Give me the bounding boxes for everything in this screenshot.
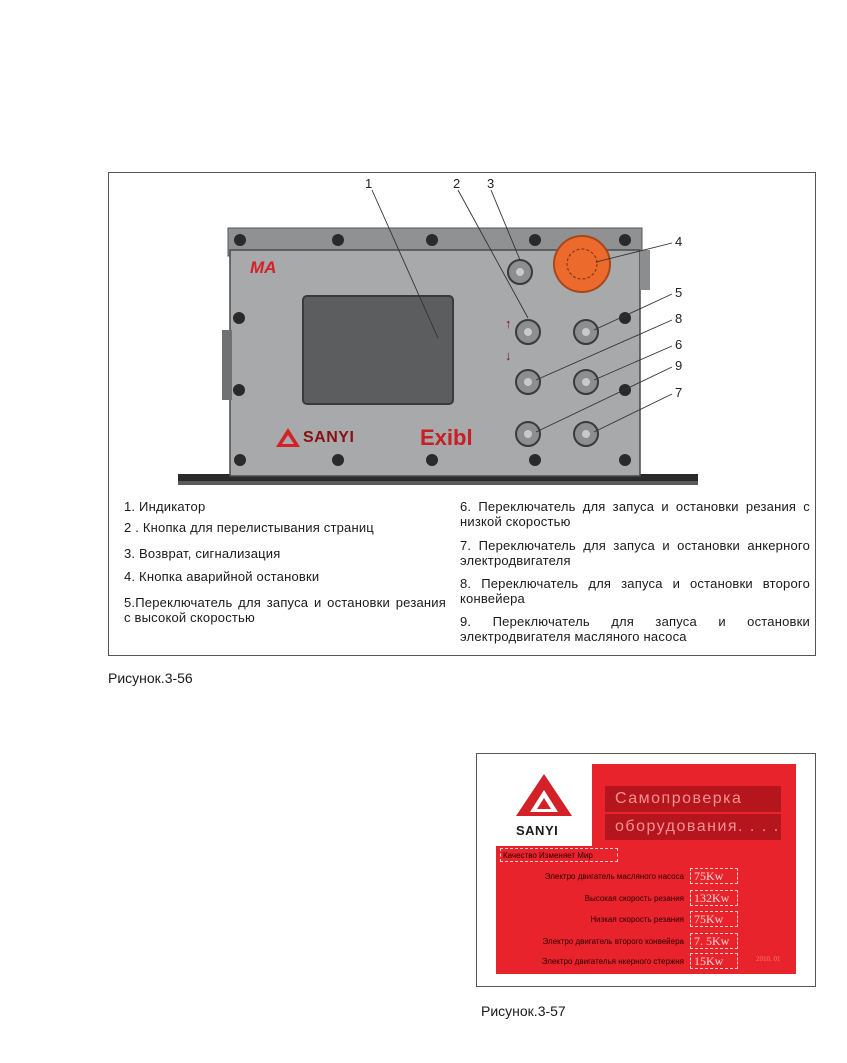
figure-3-57-caption: Рисунок.3-57 [481,1003,566,1019]
callout-3: 3 [487,176,494,191]
legend-item-2: 2 . Кнопка для перелистывания страниц [124,520,374,535]
emergency-stop-button [553,235,611,293]
callout-5: 5 [675,285,682,300]
explosion-proof-rating: Exibl [420,425,473,450]
legend-item-1: 1. Индикатор [124,499,206,514]
screen-title-line-1: Самопроверка [605,786,781,812]
row-value-oil-pump: 75Kw [690,868,738,884]
screen-date: 2010. 01 [756,955,781,963]
figure-3-56-caption: Рисунок.3-56 [108,670,193,686]
page-up-button [515,319,541,345]
row-label-high-speed: Высокая скорость резания [584,894,684,903]
callout-numbers: 1 2 3 4 5 8 6 9 7 [365,176,682,400]
mounting-rail [178,474,698,484]
callout-1: 1 [365,176,372,191]
legend-item-6: 6. Переключатель для запуса и остановки … [460,499,810,529]
page-down-button [515,369,541,395]
screen-logo-text: SANYI [516,823,559,838]
anchor-motor-switch [573,421,599,447]
legend-item-3: 3. Возврат, сигнализация [124,546,281,561]
page-up-arrow-icon: ↑ [505,316,512,331]
row-label-oil-pump: Электро двигатель масляного насоса [544,872,684,881]
legend-item-4: 4. Кнопка аварийной остановки [124,569,320,584]
indicator-display [302,295,454,405]
device-logo-text: SANYI [303,429,355,446]
legend-item-7: 7. Переключатель для запуса и остановки … [460,538,810,568]
callout-9: 9 [675,358,682,373]
callout-7: 7 [675,385,682,400]
low-speed-switch [573,369,599,395]
legend-item-5: 5.Переключатель для запуса и остановки р… [124,595,446,625]
row-value-second-conveyor: 7. 5Kw [690,933,738,949]
row-value-low-speed: 75Kw [690,911,738,927]
callout-8: 8 [675,311,682,326]
row-value-high-speed: 132Kw [690,890,738,906]
return-alarm-button [507,259,533,285]
screws [233,234,631,466]
high-speed-switch [573,319,599,345]
callout-6: 6 [675,337,682,352]
figure-3-57-frame [476,753,816,987]
switch-buttons [507,259,599,447]
page-down-arrow-icon: ↓ [505,348,512,363]
legend-item-8: 8. Переключатель для запуса и остановки … [460,576,810,606]
callout-4: 4 [675,234,682,249]
oil-pump-switch [515,421,541,447]
sanyi-logo-icon [276,428,300,447]
callout-2: 2 [453,176,460,191]
screen-slogan: Качество Изменяет Мир [500,848,618,862]
legend-item-9: 9. Переключатель для запуса и остановки … [460,614,810,644]
brand-mark: MA [250,258,277,277]
row-label-second-conveyor: Электро двигатель второго конвейера [542,937,685,946]
figure-3-56-frame [108,172,816,656]
callout-leaders [371,189,673,433]
sanyi-logo-icon [516,774,572,816]
row-label-anchor-motor: Электро двигателья нкерного стержня [541,957,684,966]
screen-title-line-2: оборудования. . . . [605,814,781,840]
row-value-anchor-motor: 15Kw [690,953,738,969]
row-label-low-speed: Низкая скорость резания [590,915,684,924]
